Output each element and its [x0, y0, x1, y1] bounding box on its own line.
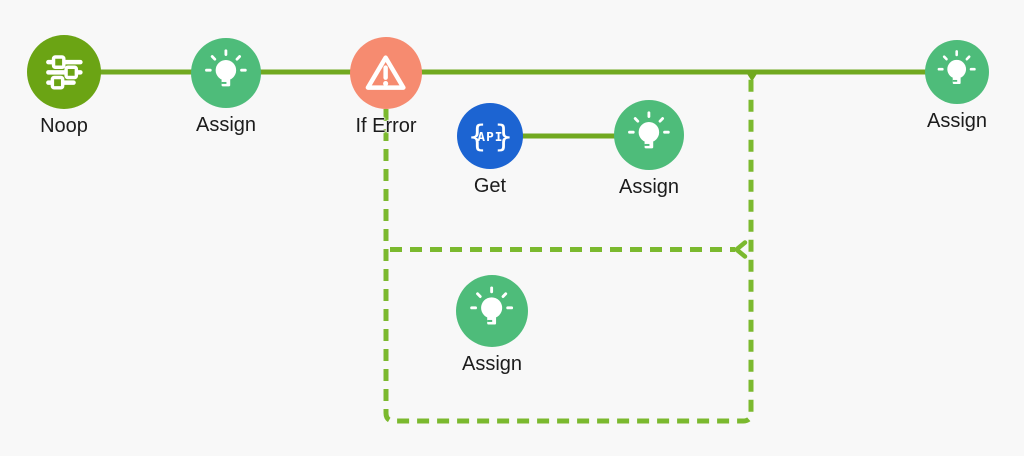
- branch-divider-arrowhead: [734, 240, 748, 259]
- lightbulb-icon: [470, 286, 514, 325]
- node-assign-2: Assign: [614, 100, 684, 199]
- if-error-node-circle[interactable]: [350, 37, 422, 109]
- node-get: { API } Get: [457, 103, 523, 198]
- node-label: Noop: [40, 115, 88, 137]
- node-assign-4: Assign: [925, 40, 989, 133]
- lightbulb-icon: [628, 111, 670, 149]
- svg-text:API: API: [477, 129, 503, 144]
- get-node-circle[interactable]: { API }: [457, 103, 523, 169]
- sliders-icon: [45, 54, 83, 90]
- node-assign-3: Assign: [456, 275, 528, 376]
- lightbulb-icon: [205, 49, 247, 87]
- assign-node-circle[interactable]: [614, 100, 684, 170]
- assign-node-circle[interactable]: [191, 38, 261, 108]
- svg-text:}: }: [494, 119, 512, 154]
- node-label: Assign: [461, 353, 523, 375]
- noop-node-circle[interactable]: [27, 35, 101, 109]
- node-label: Assign: [195, 114, 257, 136]
- lightbulb-icon: [937, 50, 977, 85]
- node-assign-1: Assign: [191, 38, 261, 137]
- node-label: Assign: [618, 176, 680, 198]
- node-label: If Error: [355, 115, 417, 137]
- node-if-error: If Error: [350, 37, 422, 138]
- dashed-edges: [383, 79, 754, 424]
- assign-node-circle[interactable]: [925, 40, 989, 104]
- node-noop: Noop: [27, 35, 101, 138]
- branch-down-arrowhead: [747, 74, 757, 82]
- assign-node-circle[interactable]: [456, 275, 528, 347]
- warning-triangle-icon: [366, 55, 406, 91]
- svg-text:{: {: [468, 119, 486, 154]
- node-label: Assign: [926, 110, 988, 132]
- api-icon: { API }: [468, 119, 513, 154]
- node-label: Get: [473, 175, 507, 197]
- error-branch-frame: [383, 79, 754, 424]
